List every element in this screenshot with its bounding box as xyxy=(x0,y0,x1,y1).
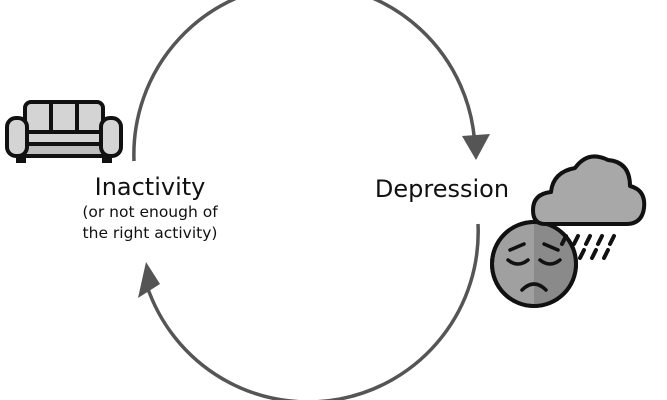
arrow-depression-to-inactivity xyxy=(145,223,480,400)
inactivity-subtitle-line1: (or not enough of xyxy=(82,203,218,221)
arrowhead-down-icon xyxy=(462,134,490,160)
sad-face-icon xyxy=(490,220,578,308)
inactivity-node: Inactivity (or not enough of the right a… xyxy=(40,172,260,244)
depression-title: Depression xyxy=(374,175,510,203)
inactivity-title: Inactivity xyxy=(94,173,206,201)
sofa-icon xyxy=(5,100,123,163)
arrow-inactivity-to-depression xyxy=(132,0,477,162)
arrowhead-up-icon xyxy=(138,262,160,298)
rain-cloud-icon xyxy=(531,154,647,260)
inactivity-subtitle-line2: the right activity) xyxy=(82,224,218,242)
